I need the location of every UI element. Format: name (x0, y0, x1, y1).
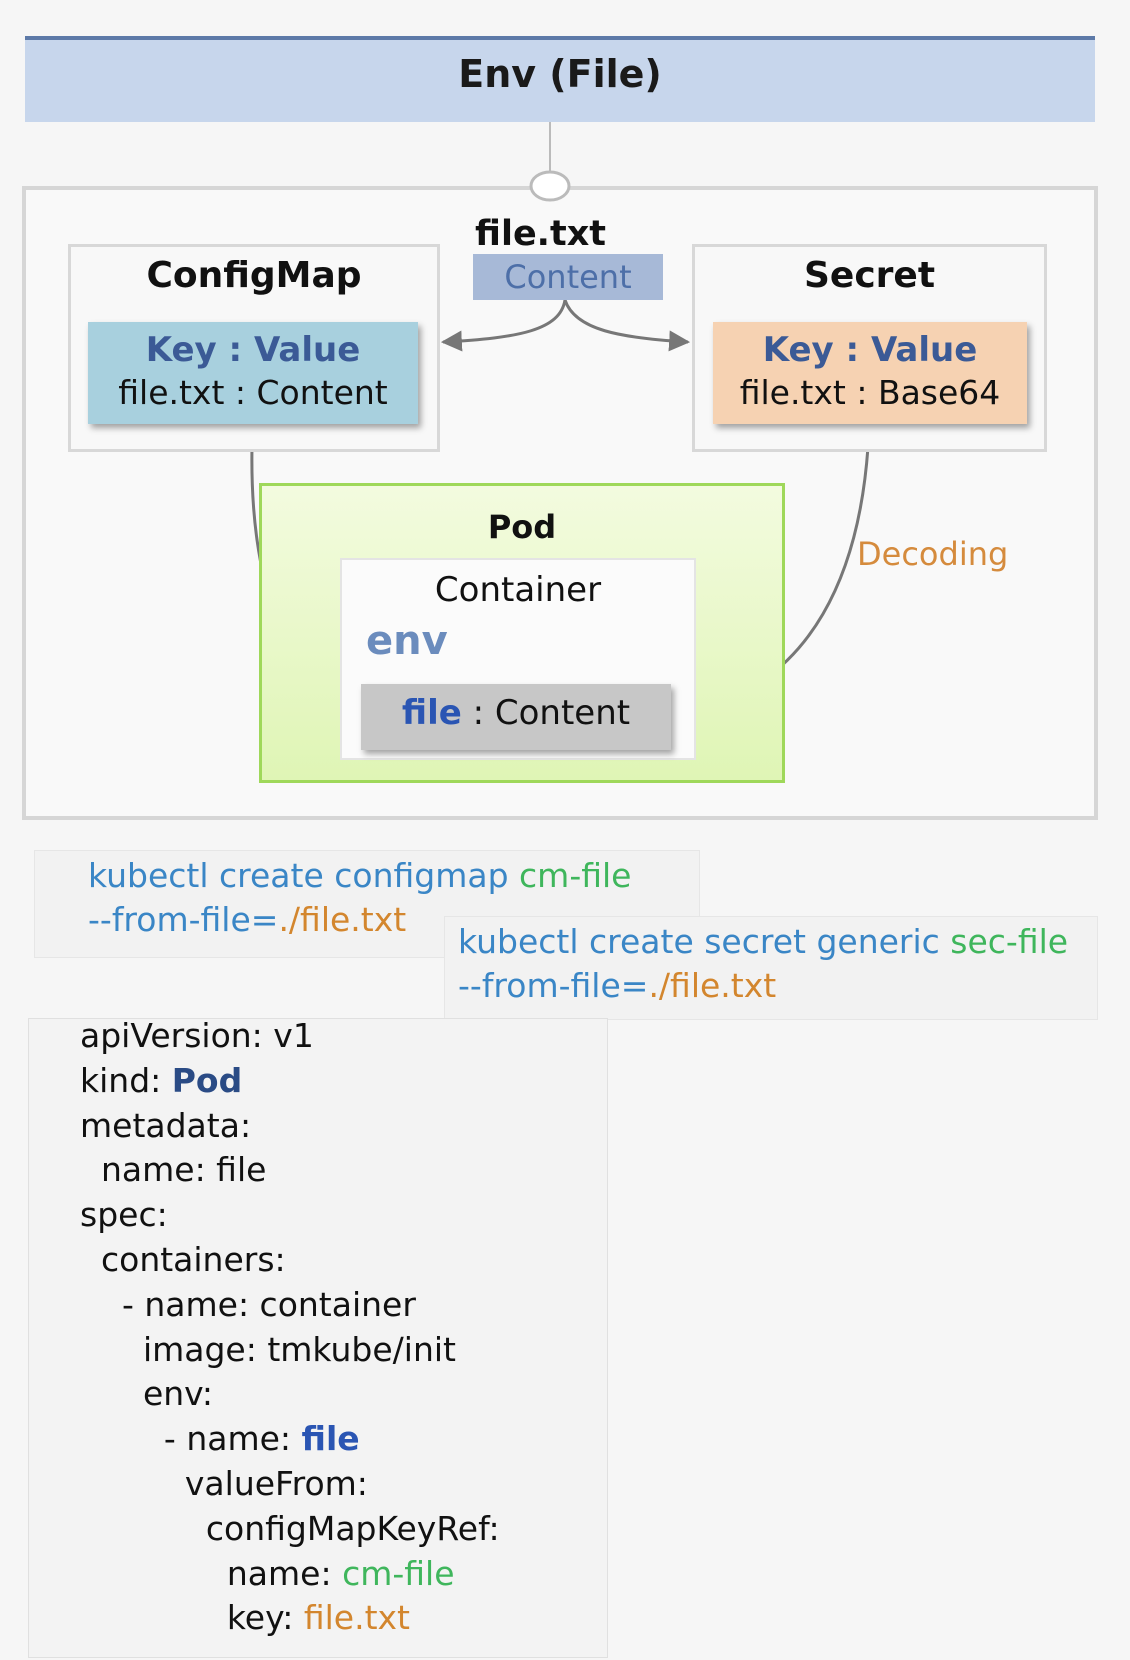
env-file-entry: file : Content (361, 693, 671, 733)
configmap-title: ConfigMap (146, 255, 362, 296)
container-title: Container (434, 570, 602, 610)
env-file-separator: : (461, 693, 495, 733)
yaml-line: configMapKeyRef: (80, 1508, 500, 1548)
secret-kv-header: Key : Value (762, 330, 978, 370)
decoding-label: Decoding (857, 535, 1009, 573)
yaml-line: env: (80, 1374, 213, 1414)
env-file-box (361, 684, 671, 750)
source-content-chip: Content (473, 254, 663, 300)
page-title: Env (File) (458, 52, 662, 96)
configmap-kv-value: file.txt : Content (118, 373, 388, 412)
cmd-path: ./file.txt (648, 966, 777, 1005)
yaml-line: spec: (80, 1195, 168, 1235)
cmd-path: ./file.txt (278, 900, 407, 939)
cmd-name: cm-file (519, 856, 632, 895)
cmd-name: sec-file (950, 922, 1069, 961)
arrow-to-configmap (440, 299, 567, 352)
title-bar (25, 36, 1095, 122)
source-file-label: file.txt (475, 214, 607, 254)
secret-kv-box (713, 322, 1027, 424)
secret-title: Secret (803, 255, 936, 296)
pod-title: Pod (487, 508, 557, 546)
interface-circle (529, 170, 571, 202)
yaml-line: - name: file (80, 1419, 360, 1459)
yaml-line: name: file (80, 1150, 267, 1190)
secret-kv-value: file.txt : Base64 (739, 373, 1001, 412)
configmap-kv-box (88, 322, 418, 424)
configmap-kv-header: Key : Value (145, 330, 361, 370)
secret-command: kubectl create secret generic sec-file -… (458, 920, 1068, 1008)
yaml-line: valueFrom: (80, 1463, 368, 1503)
yaml-line: - name: container (80, 1284, 416, 1324)
yaml-line: key: file.txt (80, 1598, 410, 1638)
secret-command-note (444, 916, 1098, 1020)
env-file-value: Content (494, 693, 631, 733)
yaml-line: name: cm-file (80, 1553, 455, 1593)
cmd-flag: --from-file= (458, 966, 649, 1005)
env-label: env (366, 618, 448, 664)
cmd-flag: --from-file= (88, 900, 279, 939)
configmap-command: kubectl create configmap cm-file --from-… (88, 854, 632, 942)
yaml-line: kind: Pod (80, 1060, 243, 1100)
cmd-prefix: kubectl create secret generic (458, 922, 951, 961)
pod-yaml: apiVersion: v1 kind: Pod metadata: name: f… (80, 1014, 500, 1641)
arrow-to-secret (563, 299, 691, 352)
yaml-line: apiVersion: v1 (80, 1016, 314, 1055)
cmd-prefix: kubectl create configmap (88, 856, 520, 895)
yaml-line: image: tmkube/init (80, 1329, 456, 1369)
yaml-line: containers: (80, 1239, 286, 1279)
env-file-key: file (401, 693, 462, 733)
yaml-line: metadata: (80, 1105, 252, 1145)
pod-yaml-note (28, 1018, 608, 1658)
